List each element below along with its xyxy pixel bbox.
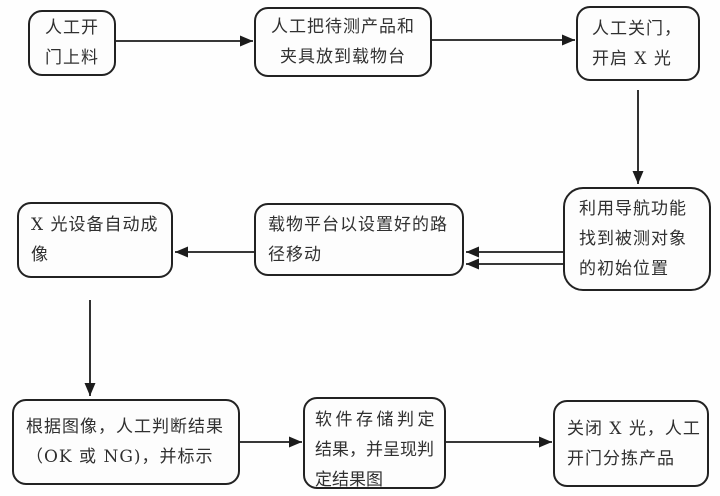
flow-node-manual-open-door-load: 人工开 门上料: [28, 10, 116, 76]
node-text-line: 关闭 X 光，人工: [567, 418, 701, 439]
node-text-line: 找到被测对象: [579, 229, 687, 249]
node-text-line: 的初始位置: [579, 259, 669, 279]
flow-node-place-product-on-stage: 人工把待测产品和 夹具放到载物台: [254, 7, 432, 77]
node-text-line: 人工开: [45, 18, 99, 38]
node-text-line: 载物平台以设置好的路: [268, 214, 448, 235]
node-text-line: 开启 X 光: [592, 48, 672, 69]
node-text-line: 定结果图: [315, 470, 383, 489]
node-text-line: 门上料: [45, 48, 99, 68]
flow-node-manual-judge-result: 根据图像，人工判断结果 （OK 或 NG)，并标示: [12, 399, 240, 485]
node-text-line: 根据图像，人工判断结果: [26, 417, 224, 437]
flow-node-close-door-xray-on: 人工关门， 开启 X 光: [576, 6, 700, 81]
flow-node-navigate-initial-position: 利用导航功能 找到被测对象 的初始位置: [563, 187, 711, 291]
node-text-line: 像: [31, 245, 49, 265]
node-text-line: 结果，并呈现判: [315, 440, 434, 460]
node-text-line: 夹具放到载物台: [280, 47, 406, 67]
node-text-line: 径移动: [268, 244, 322, 265]
node-text-line: 人工关门，: [592, 18, 682, 39]
node-text-line: 开门分拣产品: [567, 448, 675, 469]
node-text-line: 人工把待测产品和: [271, 17, 415, 37]
node-text-line: （OK 或 NG)，并标示: [26, 447, 214, 467]
flow-node-software-store-result: 软件存储判定 结果，并呈现判 定结果图: [303, 397, 446, 489]
node-text-line: X 光设备自动成: [31, 215, 159, 235]
flow-node-xray-auto-imaging: X 光设备自动成 像: [17, 202, 173, 278]
node-text-line: 软件存储判定: [315, 410, 438, 430]
node-text-line: 利用导航功能: [579, 199, 687, 219]
flow-node-xray-off-sort-product: 关闭 X 光，人工 开门分拣产品: [553, 400, 709, 487]
flow-node-stage-moves-on-path: 载物平台以设置好的路 径移动: [254, 203, 464, 276]
